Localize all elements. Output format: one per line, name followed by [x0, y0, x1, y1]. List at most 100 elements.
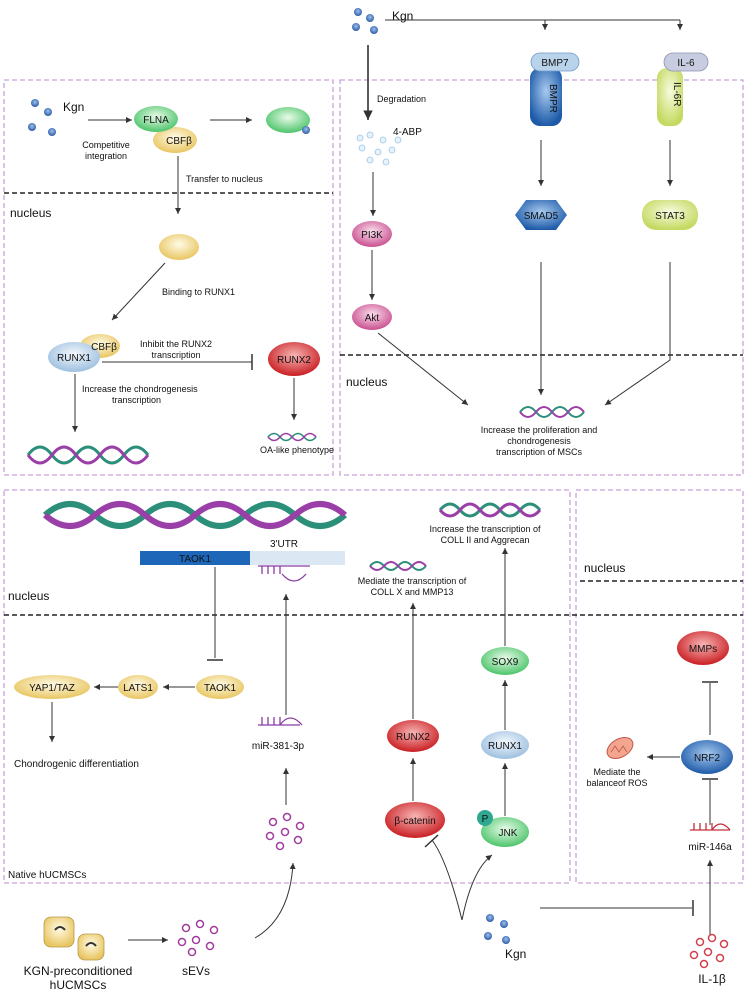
mir146-icon — [690, 823, 731, 831]
svg-text:RUNX1: RUNX1 — [488, 741, 522, 752]
sevs-label: sEVs — [182, 964, 210, 978]
inhibit-l1: Inhibit the RUNX2 — [140, 339, 212, 349]
right-nucleus-label: nucleus — [346, 375, 387, 389]
svg-text:CBFβ: CBFβ — [91, 342, 117, 353]
kgn-pre-l2: hUCMSCs — [50, 978, 107, 992]
hucmsc-cells-icon — [43, 916, 105, 961]
transfer-label: Transfer to nucleus — [186, 174, 263, 184]
competitive-l1: Competitive — [82, 140, 130, 150]
coll10-l1: Mediate the transcription of — [358, 576, 467, 586]
bmp7-receptor: BMP7 BMPR — [530, 52, 580, 126]
binding-label: Binding to RUNX1 — [162, 287, 235, 297]
ros-l2: balanceof ROS — [586, 778, 647, 788]
svg-text:RUNX2: RUNX2 — [396, 732, 430, 743]
smad5-node: SMAD5 — [515, 200, 567, 230]
taok1-gene-bar: TAOK1 3'UTR — [140, 539, 345, 565]
bottom-right-panel — [575, 489, 744, 884]
dna-oa — [267, 432, 317, 442]
mir381-binding — [258, 565, 310, 582]
svg-text:RUNX1: RUNX1 — [57, 353, 91, 364]
runx1-cbfb-complex: CBFβ RUNX1 — [48, 334, 120, 372]
chondrogenic-label: Chondrogenic differentiation — [14, 759, 139, 770]
svg-text:IL-6: IL-6 — [677, 58, 695, 69]
svg-text:P: P — [482, 814, 489, 825]
ros-l1: Mediate the — [593, 767, 640, 777]
svg-text:IL-6R: IL-6R — [671, 82, 682, 106]
runx2-node-mid: RUNX2 — [387, 720, 439, 752]
coll2-l1: Increase the transcription of — [429, 524, 541, 534]
svg-text:MMPs: MMPs — [689, 644, 717, 655]
native-label: Native hUCMSCs — [8, 870, 86, 881]
sox9-node: SOX9 — [481, 647, 529, 675]
mir146-label: miR-146a — [688, 842, 732, 853]
coll2-l2: COLL II and Aggrecan — [441, 535, 530, 545]
svg-text:LATS1: LATS1 — [123, 683, 153, 694]
left-kgn-label: Kgn — [63, 100, 84, 114]
mir381-label: miR-381-3p — [252, 741, 305, 752]
svg-text:BMPR: BMPR — [547, 84, 558, 113]
svg-text:β-catenin: β-catenin — [394, 816, 435, 827]
oa-label: OA-like phenotype — [260, 445, 334, 455]
svg-text:PI3K: PI3K — [361, 230, 383, 241]
svg-text:SMAD5: SMAD5 — [524, 211, 559, 222]
yap-node: YAP1/TAZ — [14, 675, 90, 699]
flna-kgn-bound — [266, 107, 310, 134]
dna-coll2 — [438, 502, 542, 518]
dna-coll10 — [369, 561, 427, 571]
degradation-label: Degradation — [377, 94, 426, 104]
kgn-cluster-left — [28, 99, 56, 136]
svg-text:FLNA: FLNA — [143, 115, 169, 126]
stat3-node: STAT3 — [642, 200, 698, 230]
nrf2-node: NRF2 — [681, 740, 733, 774]
mmps-node: MMPs — [677, 631, 729, 665]
abp-label: 4-ABP — [393, 127, 422, 138]
coll10-l2: COLL X and MMP13 — [371, 587, 454, 597]
cbfb-nucleus — [159, 234, 199, 260]
chondro-increase-l1: Increase the chondrogenesis — [82, 384, 198, 394]
dna-left — [26, 445, 150, 465]
top-kgn-label: Kgn — [392, 9, 413, 23]
svg-text:CBFβ: CBFβ — [166, 136, 192, 147]
bottom-left-panel — [3, 489, 571, 884]
bottom-nucleus-label: nucleus — [8, 589, 49, 603]
right-increase-l2: chondrogenesis — [507, 436, 571, 446]
lats1-node: LATS1 — [118, 675, 158, 699]
taok1-node: TAOK1 — [196, 675, 244, 699]
kgn-pre-l1: KGN-preconditioned — [24, 964, 133, 978]
svg-text:Akt: Akt — [365, 313, 380, 324]
br-nucleus-label: nucleus — [584, 561, 625, 575]
left-nucleus-label: nucleus — [10, 206, 51, 220]
right-increase-l1: Increase the proliferation and — [481, 425, 598, 435]
kgn-cluster-top — [352, 8, 378, 34]
svg-text:BMP7: BMP7 — [541, 58, 569, 69]
pi3k-node: PI3K — [352, 221, 392, 247]
svg-text:STAT3: STAT3 — [655, 211, 685, 222]
svg-text:RUNX2: RUNX2 — [277, 355, 311, 366]
runx2-node-left: RUNX2 — [268, 342, 320, 376]
right-increase-l3: transcription of MSCs — [496, 447, 583, 457]
chondro-increase-l2: transcription — [112, 395, 161, 405]
il1b-label: IL-1β — [698, 972, 726, 986]
sevs-cluster-mid — [265, 812, 305, 851]
mitochondrion-icon — [606, 737, 634, 759]
mir381-free — [258, 717, 303, 726]
kgn-cluster-bottom — [484, 914, 510, 944]
bottom-kgn-label: Kgn — [505, 947, 526, 961]
top-branch-lines — [363, 19, 683, 120]
il1b-cluster — [689, 933, 729, 969]
sevs-cluster-footer — [177, 919, 219, 957]
left-top-panel — [3, 79, 334, 476]
inhibit-l2: transcription — [151, 350, 200, 360]
competitive-l2: integration — [85, 151, 127, 161]
svg-text:JNK: JNK — [499, 828, 518, 839]
runx1-node-mid: RUNX1 — [481, 731, 529, 759]
svg-text:TAOK1: TAOK1 — [204, 683, 236, 694]
svg-text:NRF2: NRF2 — [694, 753, 721, 764]
akt-node: Akt — [352, 304, 392, 330]
flna-cbfb-complex: FLNA CBFβ — [134, 106, 197, 153]
jnk-node: P JNK — [477, 810, 529, 847]
dna-large — [43, 501, 347, 529]
dna-top-right — [519, 406, 585, 418]
